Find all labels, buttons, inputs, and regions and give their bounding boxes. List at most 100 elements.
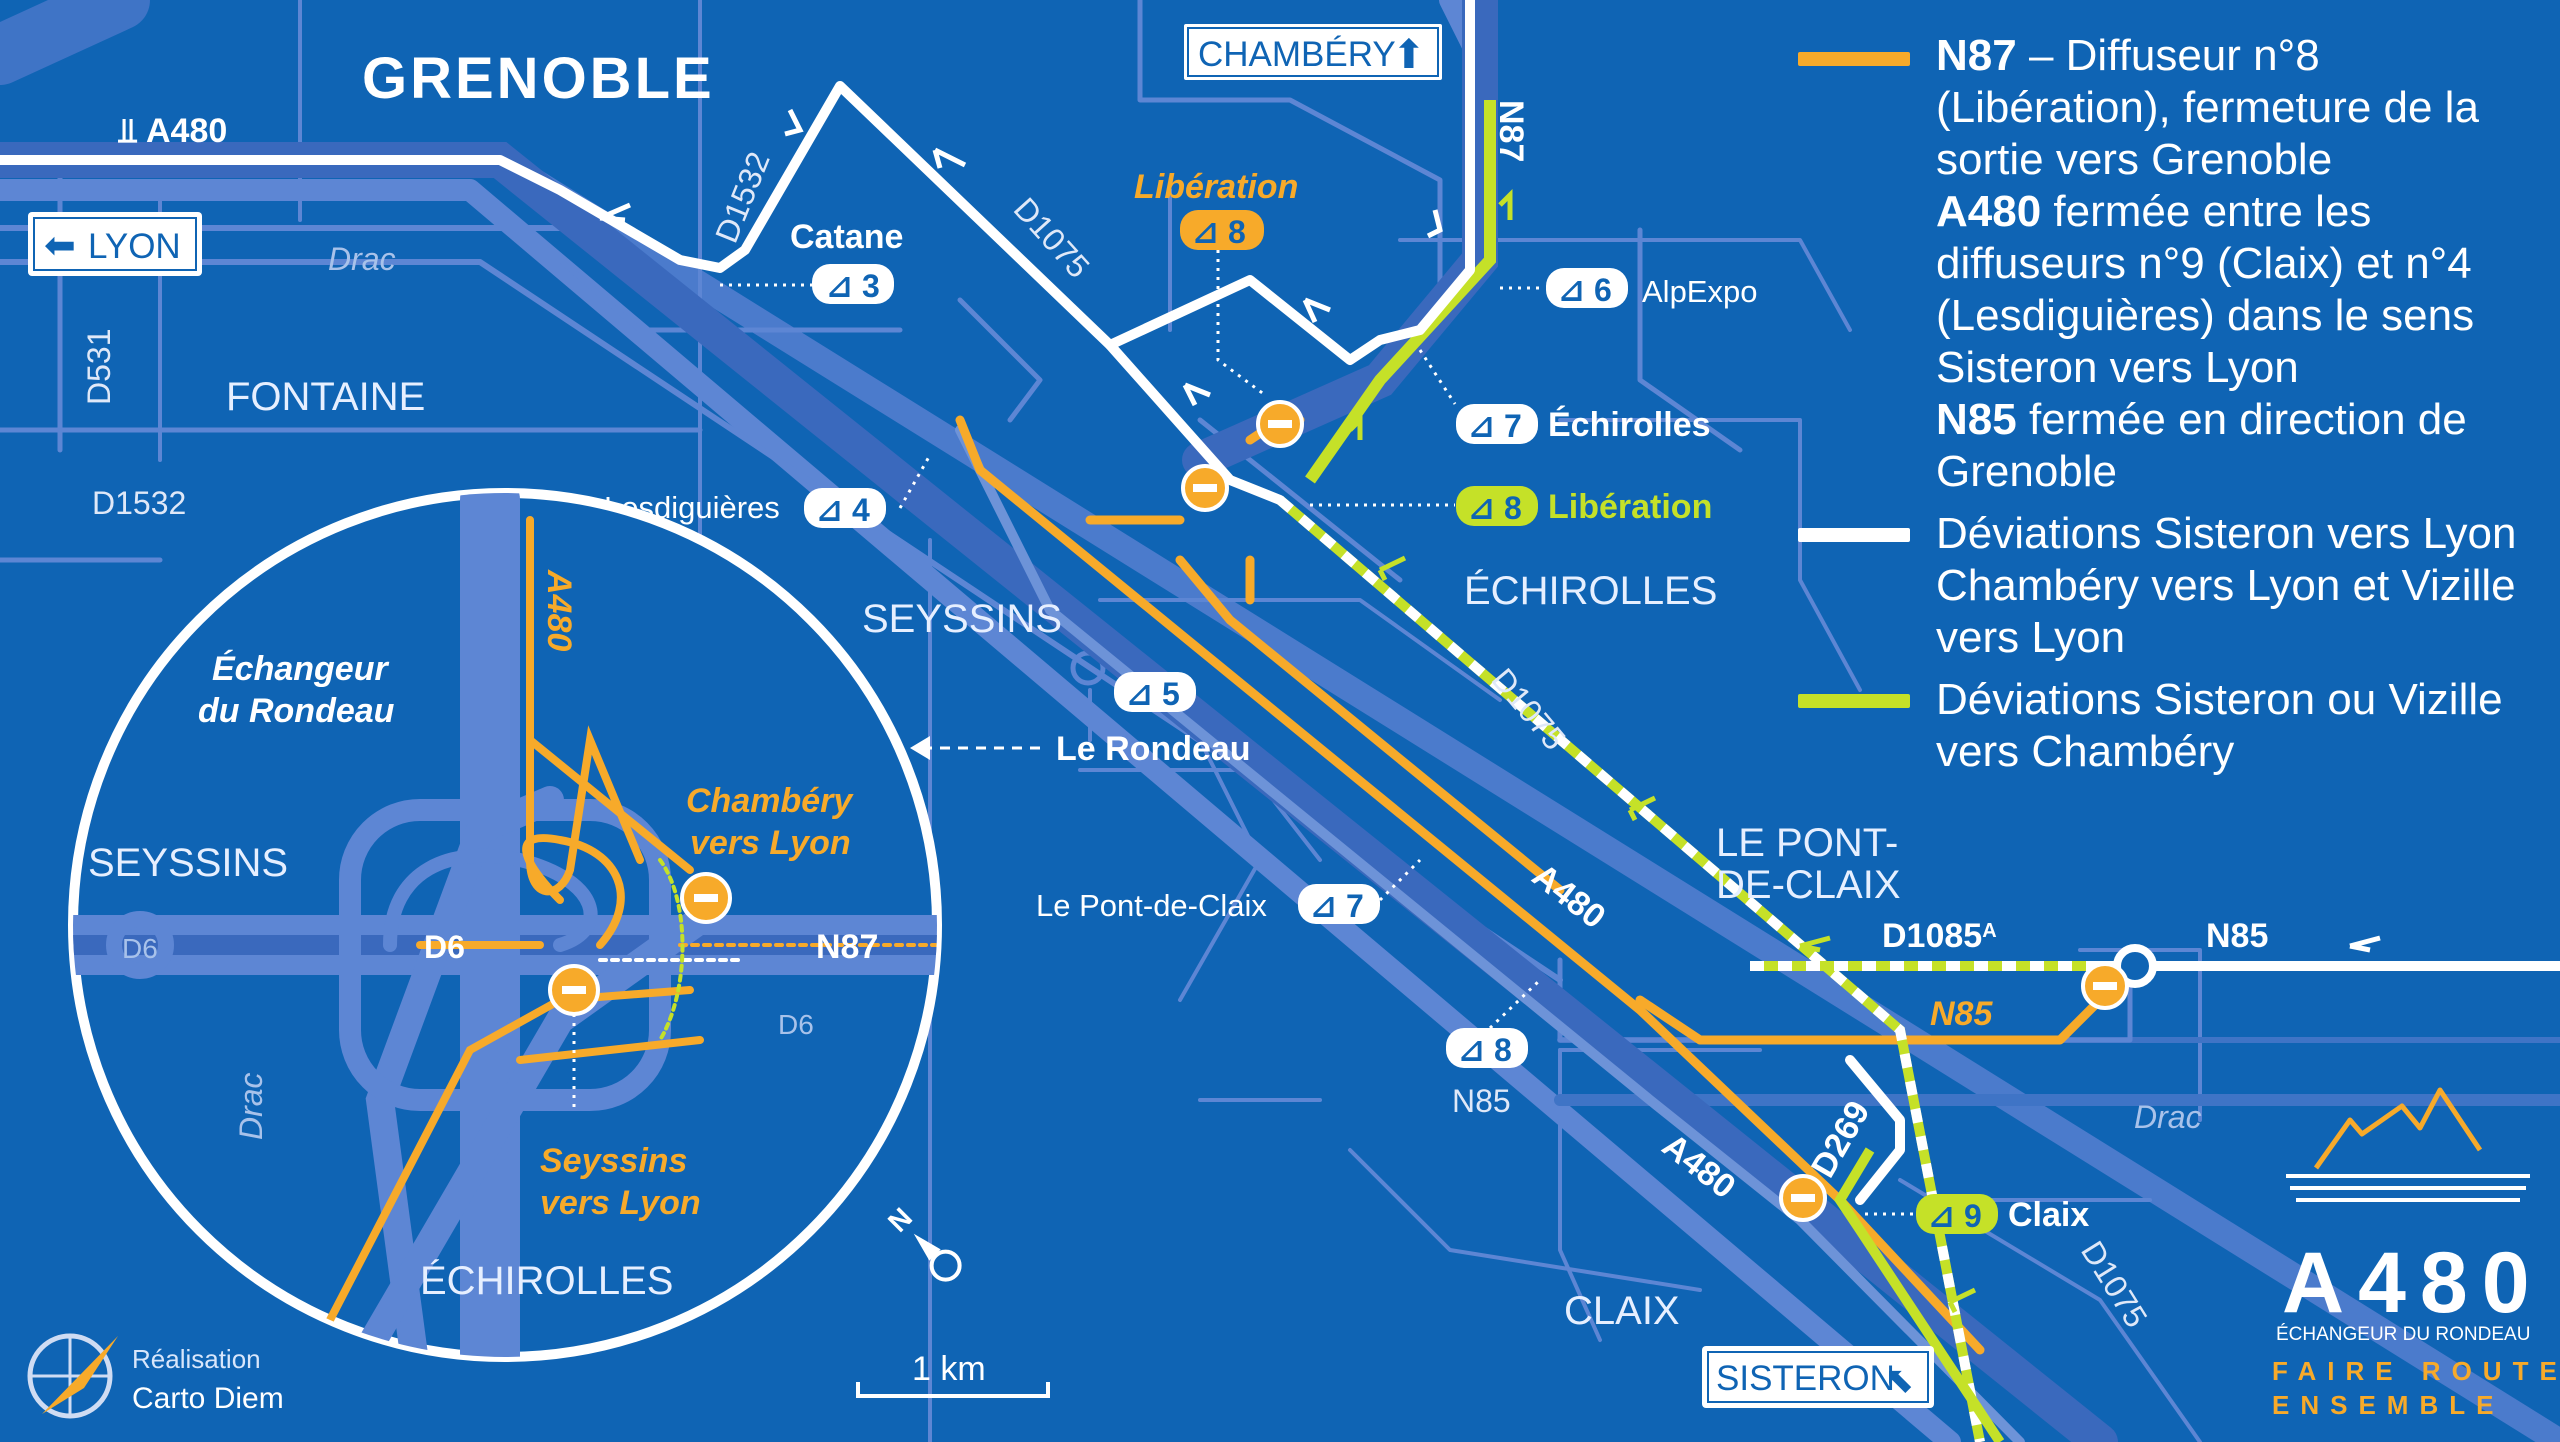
exit-name: Le Rondeau xyxy=(1056,730,1251,768)
inset-chambery: vers Lyon xyxy=(690,824,851,862)
exit-num: 3 xyxy=(862,268,880,304)
exit-rondeau: ⊿ 5 Le Rondeau xyxy=(910,672,1251,768)
river-drac: Drac xyxy=(328,241,396,277)
arrow-upleft-icon: ⬉ xyxy=(1884,1359,1914,1400)
inset-chambery: Chambéry xyxy=(686,782,854,820)
arrow-left-icon: ⬅ xyxy=(44,225,76,267)
road-d1075: D1075 xyxy=(1007,191,1097,285)
brand-title: A480 xyxy=(2282,1235,2544,1331)
svg-text:⊿: ⊿ xyxy=(1928,1198,1955,1234)
legend-swatch-white xyxy=(1798,528,1910,542)
city-pont-de-claix-2: DE-CLAIX xyxy=(1716,863,1901,907)
scale-bar: 1 km xyxy=(856,1350,1050,1398)
city-seyssins: SEYSSINS xyxy=(862,597,1062,641)
exit-name: Libération xyxy=(1548,488,1712,526)
compass-logo-icon xyxy=(27,1333,118,1419)
exit-alpexpo: ⊿ 6 AlpExpo xyxy=(1546,268,1757,309)
city-fontaine: FONTAINE xyxy=(226,375,425,419)
inset-n87: N87 xyxy=(816,928,878,966)
road-n85: N85 xyxy=(1930,995,1993,1033)
closure-routes xyxy=(955,415,2115,1355)
exit-name: Libération xyxy=(1134,168,1298,206)
exit-name: Catane xyxy=(790,218,903,256)
road-d1085a: D1085A xyxy=(1882,917,1997,955)
legend-item-n85: N85 fermée en direction de Grenoble xyxy=(1936,395,2467,496)
closure-icon xyxy=(1181,464,1229,512)
exit-claix: ⊿ 9 Claix xyxy=(1916,1194,2089,1234)
svg-text:⊿: ⊿ xyxy=(1558,272,1585,308)
scale-label: 1 km xyxy=(912,1350,986,1388)
inset-title: Échangeur xyxy=(212,650,389,688)
svg-text:⊿: ⊿ xyxy=(1458,1032,1485,1068)
exit-num: 8 xyxy=(1504,490,1522,526)
credit-line: Carto Diem xyxy=(132,1382,284,1415)
exit-num: 4 xyxy=(852,492,870,528)
road-d531: D531 xyxy=(81,329,117,406)
river-drac: Drac xyxy=(2134,1099,2202,1135)
svg-text:⊿: ⊿ xyxy=(826,268,853,304)
credit: Réalisation Carto Diem xyxy=(27,1333,284,1419)
exit-name: Échirolles xyxy=(1548,406,1711,444)
mountain-logo-icon xyxy=(2313,1087,2483,1170)
exit-num: 7 xyxy=(1504,408,1522,444)
exit-num: 7 xyxy=(1346,888,1364,924)
exit-num: 8 xyxy=(1228,214,1246,250)
svg-text:⊿: ⊿ xyxy=(1468,490,1495,526)
inset-echirolles: ÉCHIROLLES xyxy=(420,1258,673,1303)
road-d269: D269 xyxy=(1804,1095,1878,1184)
exit-name: Claix xyxy=(2008,1196,2089,1234)
exit-pont-de-claix: Le Pont-de-Claix ⊿ 7 xyxy=(1036,884,1380,924)
inset-seyssins: SEYSSINS xyxy=(88,841,288,885)
inset-a480: A480 xyxy=(540,569,578,651)
inset-seyssins-lbl: vers Lyon xyxy=(540,1184,701,1222)
inset-seyssins-lbl: Seyssins xyxy=(540,1142,687,1180)
exit-name: AlpExpo xyxy=(1642,274,1757,309)
direction-arrows xyxy=(599,108,2381,1314)
closure-icon xyxy=(680,872,732,924)
road-d1532: D1532 xyxy=(92,485,186,521)
credit-line: Réalisation xyxy=(132,1344,261,1374)
svg-text:⫫: ⫫ xyxy=(118,112,137,150)
legend-item-white-detour: Déviations Sisteron vers Lyon Chambéry v… xyxy=(1798,508,2538,664)
arrow-up-icon: ⬆ xyxy=(1392,33,1426,77)
inset-d6: D6 xyxy=(122,933,158,964)
legend-item-green-detour: Déviations Sisteron ou Vizille vers Cham… xyxy=(1798,674,2538,778)
svg-text:⊿: ⊿ xyxy=(1310,888,1337,924)
brand-logo: A480 ÉCHANGEUR DU RONDEAU FAIRE ROUTE EN… xyxy=(2272,1087,2557,1420)
closure-icon xyxy=(2081,962,2129,1010)
brand-subtitle: ÉCHANGEUR DU RONDEAU xyxy=(2276,1324,2530,1345)
svg-text:⊿: ⊿ xyxy=(1126,676,1153,712)
brand-tagline: ENSEMBLE xyxy=(2272,1390,2504,1420)
exit-num: 8 xyxy=(1494,1032,1512,1068)
svg-text:⊿: ⊿ xyxy=(1192,214,1219,250)
sign-sisteron: SISTERON ⬉ xyxy=(1702,1346,1934,1408)
legend-item-n87: N87 – Diffuseur n°8 (Libération), fermet… xyxy=(1798,30,2538,186)
road-n85: N85 xyxy=(2206,917,2268,955)
exit-n85: ⊿ 8 xyxy=(1446,1028,1528,1068)
legend-item-a480: A480 fermée entre les diffuseurs n°9 (Cl… xyxy=(1936,187,2475,392)
inset-d6: D6 xyxy=(778,1009,814,1040)
inset-rondeau: Échangeur du Rondeau A480 SEYSSINS ÉCHIR… xyxy=(68,488,942,1362)
sign-lyon-label: LYON xyxy=(88,227,181,266)
a480-shield: ⫫ A480 xyxy=(118,112,227,150)
exit-liberation-top: Libération ⊿ 8 xyxy=(1134,168,1298,250)
road-d1075: D1075 xyxy=(1485,661,1573,756)
closure-icon xyxy=(1256,400,1304,448)
road-n85: N85 xyxy=(1452,1083,1511,1119)
exit-catane: Catane ⊿ 3 xyxy=(790,218,903,304)
exit-echirolles: ⊿ 7 Échirolles xyxy=(1456,404,1711,444)
sign-chambery: CHAMBÉRY ⬆ xyxy=(1180,20,1446,84)
exit-name: Le Pont-de-Claix xyxy=(1036,888,1267,923)
inset-drac: Drac xyxy=(233,1072,269,1140)
inset-title: du Rondeau xyxy=(198,692,395,730)
closure-symbols xyxy=(1181,400,2129,1222)
city-pont-de-claix-1: LE PONT- xyxy=(1716,821,1898,865)
exit-liberation: ⊿ 8 Libération xyxy=(1456,486,1712,526)
inset-d6: D6 xyxy=(424,929,465,965)
sign-chambery-label: CHAMBÉRY xyxy=(1198,35,1396,74)
svg-text:N: N xyxy=(882,1202,918,1238)
city-claix: CLAIX xyxy=(1564,1289,1680,1333)
city-grenoble: GRENOBLE xyxy=(362,46,715,111)
road-n87: N87 xyxy=(1492,100,1530,162)
